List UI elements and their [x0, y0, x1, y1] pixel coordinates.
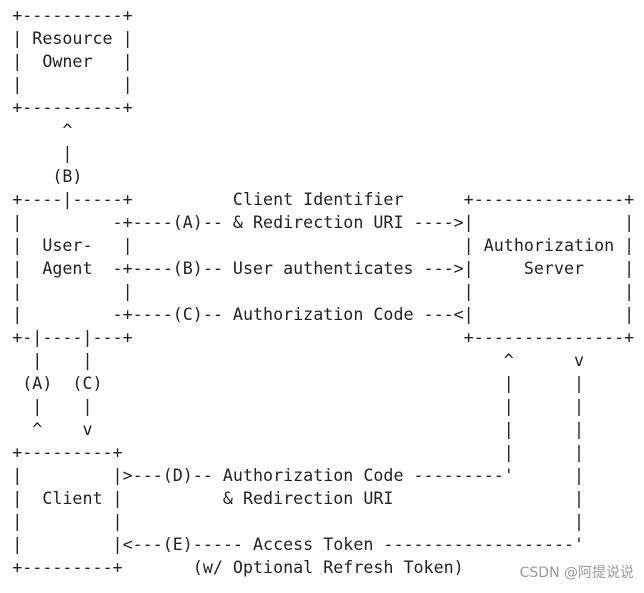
diagram-line-3: | Owner |	[12, 52, 133, 72]
diagram-line-15: +-|----|---+ +---------------+	[12, 328, 635, 348]
diagram-line-20: +---------+ | |	[12, 443, 585, 463]
diagram-line-18: | | | |	[12, 397, 585, 417]
diagram-line-24: | |<---(E)----- Access Token -----------…	[12, 535, 585, 555]
diagram-line-10: | -+----(A)-- & Redirection URI ---->| |	[12, 213, 635, 233]
diagram-line-9: +----|-----+ Client Identifier +--------…	[12, 190, 635, 210]
diagram-line-2: | Resource |	[12, 29, 133, 49]
diagram-line-6: ^	[12, 121, 73, 141]
diagram-line-14: | -+----(C)-- Authorization Code ---<| |	[12, 305, 635, 325]
diagram-line-5: +----------+	[12, 98, 133, 118]
oauth-authorization-code-flow-diagram: +----------+ | Resource | | Owner | | | +---…	[12, 0, 643, 593]
diagram-line-23: | | |	[12, 512, 585, 532]
diagram-line-19: ^ v | |	[12, 420, 585, 440]
diagram-line-8: (B)	[12, 167, 83, 187]
diagram-line-1: +----------+	[12, 6, 133, 26]
diagram-line-7: |	[12, 144, 73, 164]
diagram-line-22: | Client | & Redirection URI |	[12, 489, 585, 509]
diagram-line-21: | |>---(D)-- Authorization Code --------…	[12, 466, 585, 486]
diagram-line-17: (A) (C) | |	[12, 374, 585, 394]
watermark-text: CSDN @阿提说说	[519, 565, 634, 581]
diagram-line-13: | | | |	[12, 282, 635, 302]
diagram-line-4: | |	[12, 75, 133, 95]
diagram-line-11: | User- | | Authorization |	[12, 236, 635, 256]
diagram-line-25: +---------+ (w/ Optional Refresh Token)	[12, 558, 464, 578]
diagram-line-12: | Agent -+----(B)-- User authenticates -…	[12, 259, 635, 279]
diagram-line-16: | | ^ v	[12, 351, 585, 371]
